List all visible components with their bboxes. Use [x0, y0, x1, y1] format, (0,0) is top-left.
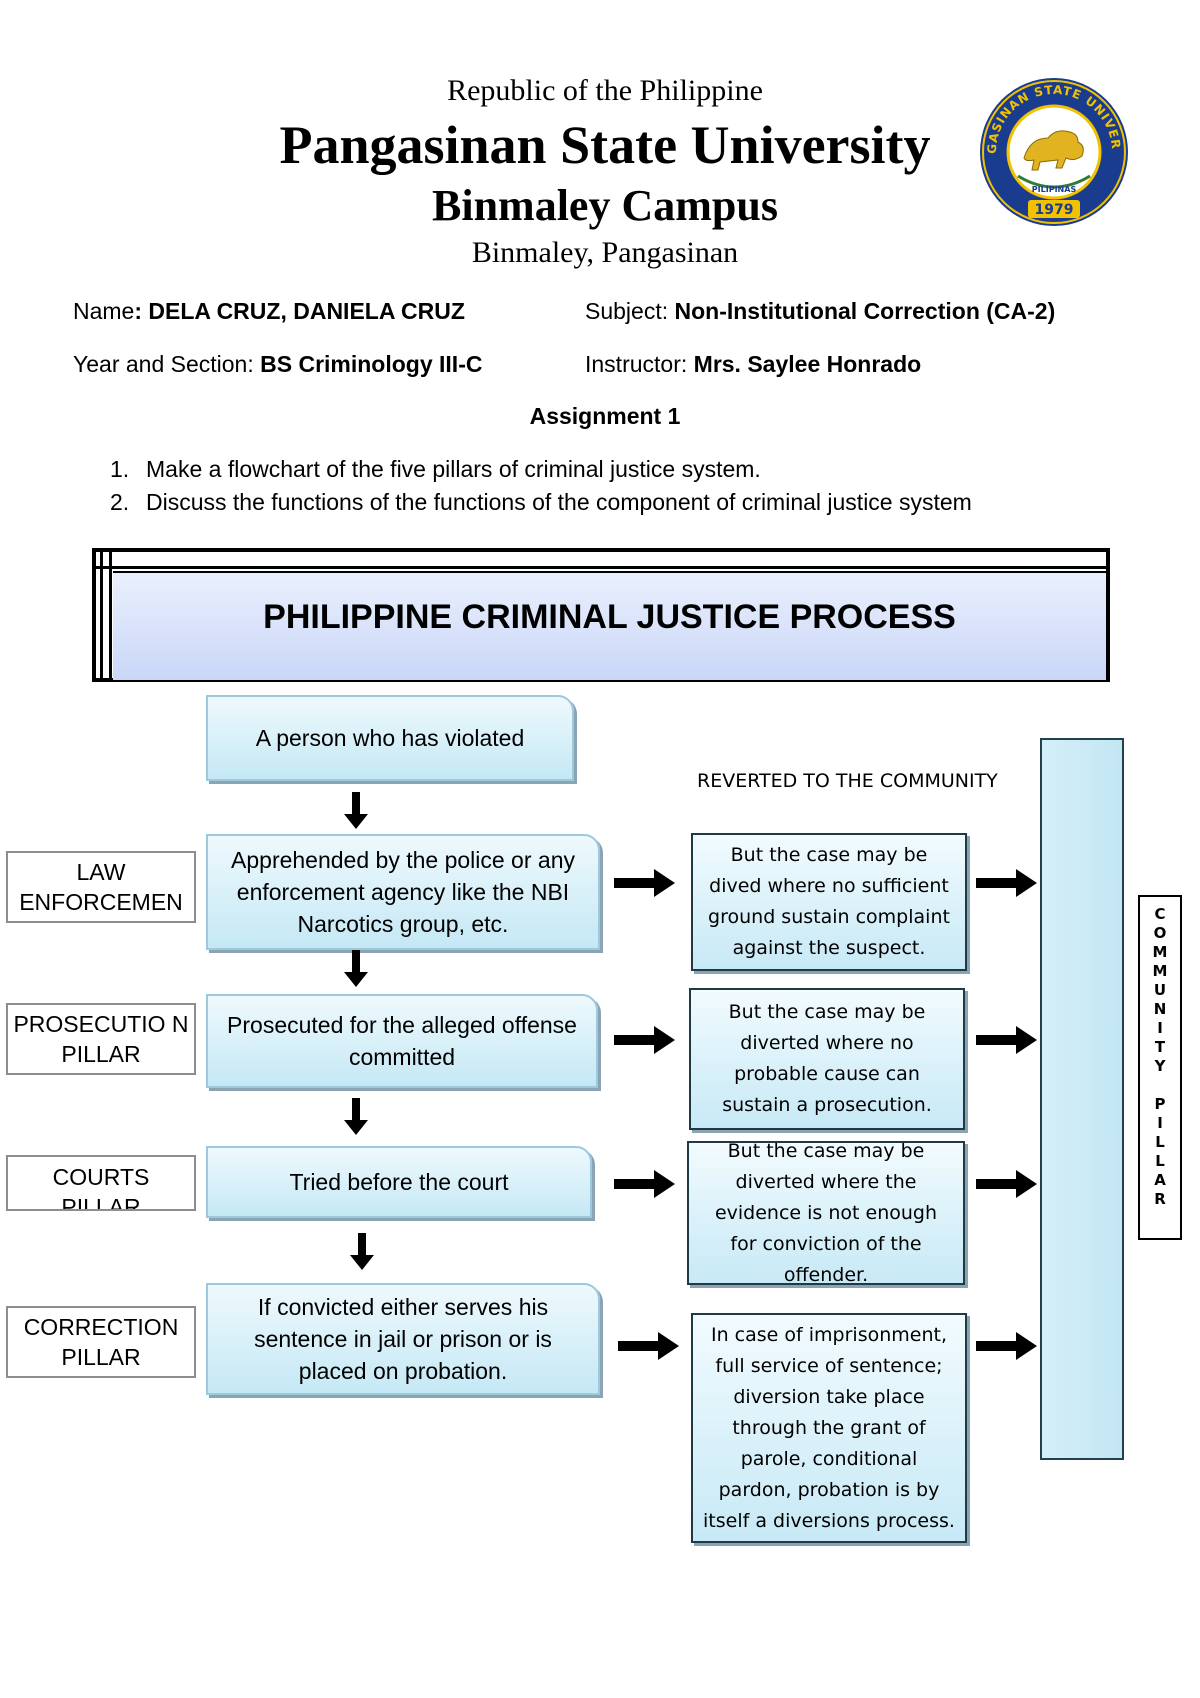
- community-pillar-letter: R: [1154, 1190, 1166, 1208]
- task-number: 2.: [110, 489, 130, 515]
- name-label: Name: [73, 298, 135, 324]
- pillar-label-prosecution: PROSECUTIO N PILLAR: [6, 1003, 196, 1075]
- seal-motto: PILIPINAS: [1032, 185, 1077, 194]
- community-pillar-letter: L: [1155, 1152, 1165, 1170]
- diversion-courts: But the case may be diverted where the e…: [687, 1140, 965, 1286]
- banner-divider: [100, 548, 103, 682]
- diversion-correction: In case of imprisonment, full service of…: [691, 1313, 967, 1543]
- start-box: A person who has violated: [206, 695, 574, 781]
- diversion-prosecution: But the case may be diverted where no pr…: [689, 988, 965, 1130]
- diversion-law-enforcement: But the case may be dived where no suffi…: [691, 833, 967, 971]
- arrow-right-icon: [976, 869, 1037, 897]
- task-item: 1. Make a flowchart of the five pillars o…: [110, 456, 761, 483]
- pillar-label-correction: CORRECTION PILLAR: [6, 1306, 196, 1378]
- arrow-right-icon: [976, 1026, 1037, 1054]
- instructor-value: Mrs. Saylee Honrado: [693, 351, 922, 377]
- flowchart-title-background: [113, 571, 1106, 680]
- community-pillar-letter: M: [1152, 943, 1168, 961]
- arrow-right-icon: [618, 1332, 679, 1360]
- banner-divider: [92, 566, 1110, 569]
- arrow-down-icon: [344, 950, 368, 987]
- community-pillar-letter: P: [1154, 1095, 1166, 1113]
- community-pillar-bar: [1040, 738, 1124, 1460]
- campus-location: Binmaley, Pangasinan: [471, 236, 739, 269]
- community-pillar-letter: U: [1153, 981, 1167, 999]
- instructor-label: Instructor:: [585, 351, 688, 377]
- community-pillar-letter: C: [1154, 905, 1166, 923]
- community-pillar-letter: O: [1153, 924, 1167, 942]
- seal-year: 1979: [1035, 202, 1074, 218]
- community-pillar-letter: L: [1155, 1133, 1165, 1151]
- name-value: DELA CRUZ, DANIELA CRUZ: [148, 298, 465, 324]
- arrow-right-icon: [976, 1332, 1037, 1360]
- subject-label: Subject:: [585, 298, 669, 324]
- community-pillar-letter: N: [1153, 1000, 1167, 1018]
- step-correction: If convicted either serves his sentence …: [206, 1283, 600, 1395]
- community-pillar-letter: T: [1154, 1038, 1166, 1056]
- subject-value: Non-Institutional Correction (CA-2): [674, 298, 1056, 324]
- arrow-right-icon: [614, 1026, 675, 1054]
- task-text: Make a flowchart of the five pillars of …: [146, 456, 761, 482]
- community-pillar-letter: A: [1154, 1171, 1166, 1189]
- community-pillar-letter: I: [1157, 1019, 1163, 1037]
- step-prosecution: Prosecuted for the alleged offense commi…: [206, 994, 598, 1088]
- step-apprehension: Apprehended by the police or any enforce…: [206, 834, 600, 950]
- community-pillar-letter: I: [1157, 1114, 1163, 1132]
- arrow-right-icon: [976, 1170, 1037, 1198]
- name-row: Name: DELA CRUZ, DANIELA CRUZ: [73, 298, 465, 324]
- campus-name: Binmaley Campus: [432, 181, 778, 230]
- year-section-label: Year and Section:: [73, 351, 254, 377]
- task-number: 1.: [110, 456, 130, 482]
- pillar-label-law-enforcement: LAW ENFORCEMEN: [6, 851, 196, 923]
- community-pillar-letter: [1140, 1076, 1180, 1095]
- subject-row: Subject: Non-Institutional Correction (C…: [585, 298, 1055, 325]
- flowchart-title: PHILIPPINE CRIMINAL JUSTICE PROCESS: [263, 598, 956, 636]
- instructor-row: Instructor: Mrs. Saylee Honrado: [585, 351, 921, 378]
- assignment-title: Assignment 1: [529, 403, 681, 429]
- arrow-right-icon: [614, 1170, 675, 1198]
- step-trial: Tried before the court: [206, 1146, 592, 1218]
- arrow-right-icon: [614, 869, 675, 897]
- pillar-label-courts: COURTS PILLAR: [6, 1155, 196, 1211]
- university-name: Pangasinan State University: [279, 115, 931, 175]
- republic-heading: Republic of the Philippine: [447, 74, 763, 107]
- community-pillar-letter: Y: [1154, 1057, 1166, 1075]
- year-section-value: BS Criminology III-C: [260, 351, 483, 377]
- task-item: 2. Discuss the functions of the functions…: [110, 489, 972, 516]
- arrow-down-icon: [344, 1098, 368, 1135]
- banner-divider: [109, 548, 112, 682]
- arrow-down-icon: [350, 1233, 374, 1270]
- reverted-label: REVERTED TO THE COMMUNITY: [697, 770, 998, 792]
- year-section-row: Year and Section: BS Criminology III-C: [73, 351, 482, 378]
- task-text: Discuss the functions of the functions o…: [146, 489, 972, 515]
- community-pillar-letter: M: [1152, 962, 1168, 980]
- university-seal-logo: PANGASINAN STATE UNIVERSITY PILIPINAS 19…: [978, 76, 1128, 226]
- arrow-down-icon: [344, 792, 368, 829]
